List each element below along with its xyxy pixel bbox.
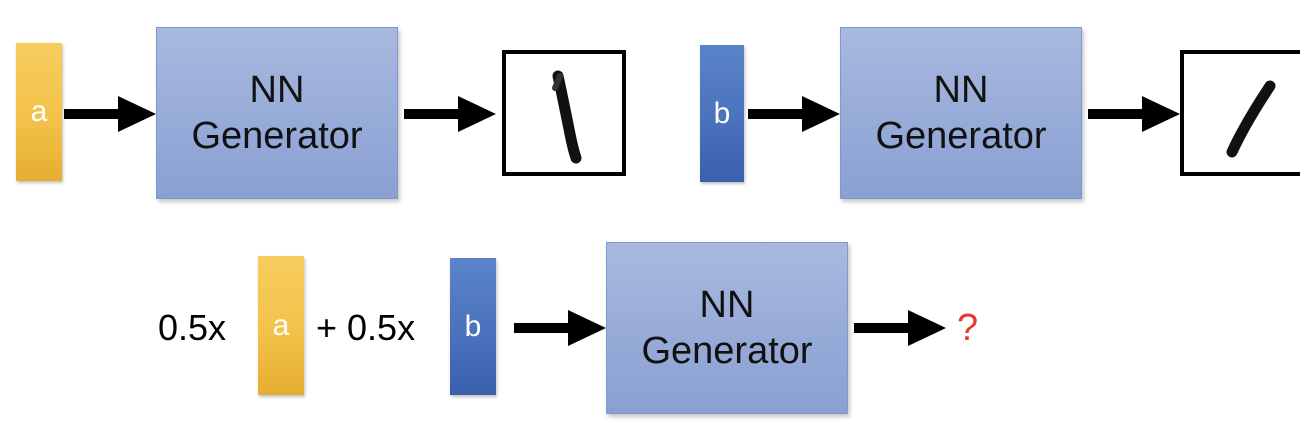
arrow-right-icon: [404, 96, 496, 132]
latent-vector-b: b: [700, 45, 744, 182]
digit-one-vertical-image: [552, 70, 582, 164]
coefficient-a-text: 0.5x: [158, 307, 227, 348]
latent-vector-a-label: a: [272, 308, 290, 342]
latent-vector-b: b: [450, 258, 496, 395]
arrow-right-icon: [514, 310, 606, 346]
latent-vector-b-label: b: [464, 309, 482, 343]
latent-vector-b-label: b: [713, 96, 731, 130]
digit-one-slanted-image: [1226, 80, 1276, 158]
generated-digit-image-a: [502, 50, 626, 176]
unknown-output-question-mark: ?: [957, 307, 979, 349]
generated-digit-image-b: [1180, 50, 1300, 176]
latent-vector-a: a: [258, 256, 304, 395]
generator-title-line2: Generator: [641, 330, 813, 372]
generator-title-line1: NN: [699, 284, 755, 326]
generator-title-line2: Generator: [875, 115, 1047, 157]
plus-coefficient-b-text: + 0.5x: [316, 307, 416, 348]
latent-vector-a: a: [16, 43, 62, 181]
generator-title-line1: NN: [249, 69, 305, 111]
generator-title-line2: Generator: [191, 115, 363, 157]
nn-generator-box-3: NN Generator: [606, 242, 848, 414]
arrow-right-icon: [1088, 96, 1180, 132]
arrow-right-icon: [854, 310, 946, 346]
nn-generator-box-2: NN Generator: [840, 27, 1082, 199]
generator-title-line1: NN: [933, 69, 989, 111]
nn-generator-box-1: NN Generator: [156, 27, 398, 199]
arrow-right-icon: [748, 96, 840, 132]
latent-vector-a-label: a: [30, 95, 48, 128]
arrow-right-icon: [64, 96, 156, 132]
